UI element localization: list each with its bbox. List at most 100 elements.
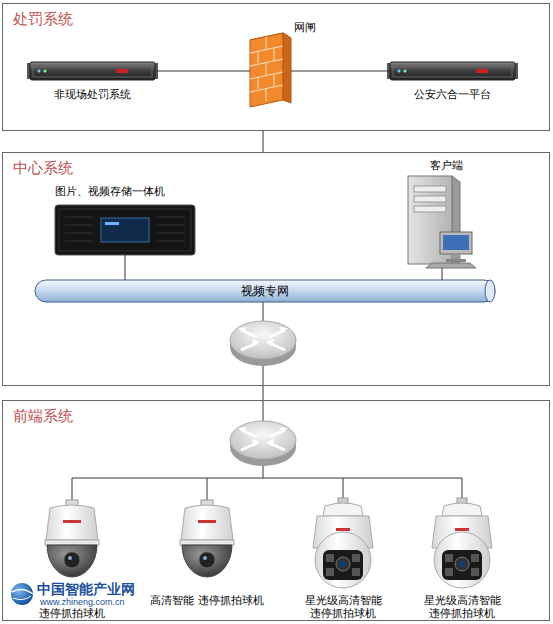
router-symbol [238,427,247,433]
dome-camera [45,540,99,545]
watermark-text: www.zhineng.com.cn [40,597,125,607]
storage-unit [65,225,93,226]
router-symbol [252,439,260,446]
node-text: 违停抓拍球机 [12,607,132,620]
watermark-logo [11,583,33,605]
client-computer [443,235,469,250]
router-symbol [279,427,288,433]
router-symbol [241,430,285,450]
camera-node: 高清智能 违停抓拍球机 [181,500,233,578]
router-symbol [230,421,296,466]
connector-line [442,268,443,280]
dome-camera [46,505,98,540]
ptz-camera [459,561,465,567]
connector-line [125,255,126,280]
node-text: 公安六合一平台 [390,88,515,101]
ptz-camera [323,503,363,516]
dome-camera [180,500,234,577]
router-symbol [230,321,296,359]
connector-line [263,131,264,152]
dome-camera [181,505,233,540]
system-band: 中心系统图片、视频存储一体机客户端视频专网 [2,152,550,386]
node-text: 处罚系统 [13,10,73,28]
firewall-wall [258,51,259,63]
router-symbol [230,421,296,459]
node-text: 非现场处罚系统 [30,88,155,101]
firewall-wall [274,74,275,86]
network-wire [263,302,264,321]
network-wire [263,366,264,386]
connector-line [291,71,390,72]
ptz-camera [336,557,350,571]
firewall-wall [250,37,283,101]
camera-node: 星光级高清智能 违停抓拍球机 [313,498,373,590]
router-symbol [266,439,274,446]
dome-camera [182,545,232,577]
ptz-camera [352,554,360,562]
client-computer [414,186,446,192]
ptz-camera [455,528,469,531]
client-computer [452,176,460,268]
network-wire [72,478,73,500]
router-symbol [238,327,288,346]
firewall-wall [283,33,291,103]
ptz-camera [340,561,346,567]
ptz-camera [442,503,482,516]
router-symbol [238,327,247,333]
rack-server [387,62,518,80]
router-symbol [252,339,260,346]
camera-node: 星光级高清智能 违停抓拍球机 [432,498,492,590]
rack-server [116,69,128,73]
firewall-wall [250,33,291,107]
router-symbol [241,330,285,350]
network-wire [72,478,462,479]
watermark-logo [12,589,33,594]
firewall-wall [266,88,267,101]
client-computer [446,259,466,262]
network-wire [207,478,208,500]
ptz-camera [326,568,334,576]
firewall-wall [274,48,275,60]
dome-camera [203,556,207,560]
client-computer [452,254,460,259]
router-symbol [238,427,288,446]
dome-camera [63,520,81,523]
storage-unit [55,205,195,255]
firewall-wall [266,62,267,75]
rack-server [38,70,41,73]
ptz-camera [442,550,482,580]
network-pipe [35,280,495,302]
node-text: 星光级高清智能 违停抓拍球机 [402,594,522,620]
ptz-camera [471,554,479,562]
rack-server [27,62,158,80]
server-node: 公安六合一平台 [390,62,515,80]
ptz-camera [323,550,363,580]
rack-server [393,65,512,77]
rack-server [390,62,515,80]
dome-camera [68,556,72,560]
dome-camera [198,520,216,523]
node-text: 中心系统 [13,159,73,177]
dome-camera [45,500,99,577]
dome-camera [64,552,80,568]
network-wire [462,478,463,498]
network-wire [263,466,264,478]
storage-node: 图片、视频存储一体机 [55,205,195,255]
router-symbol [230,321,296,366]
storage-unit [105,222,119,225]
storage-unit [65,233,93,234]
ptz-camera [313,498,373,588]
network-wire [263,400,264,421]
network-pipe: 视频专网 [35,280,495,302]
camera-node: 违停抓拍球机 [46,500,98,578]
storage-unit [157,233,185,234]
node-text: 星光级高清智能 违停抓拍球机 [283,594,403,620]
ptz-camera [445,554,453,562]
network-pipe [485,280,495,302]
client-computer [426,263,476,268]
watermark-logo [11,583,33,605]
connector-line [155,71,250,72]
ptz-camera [352,568,360,576]
dome-camera [47,545,97,577]
